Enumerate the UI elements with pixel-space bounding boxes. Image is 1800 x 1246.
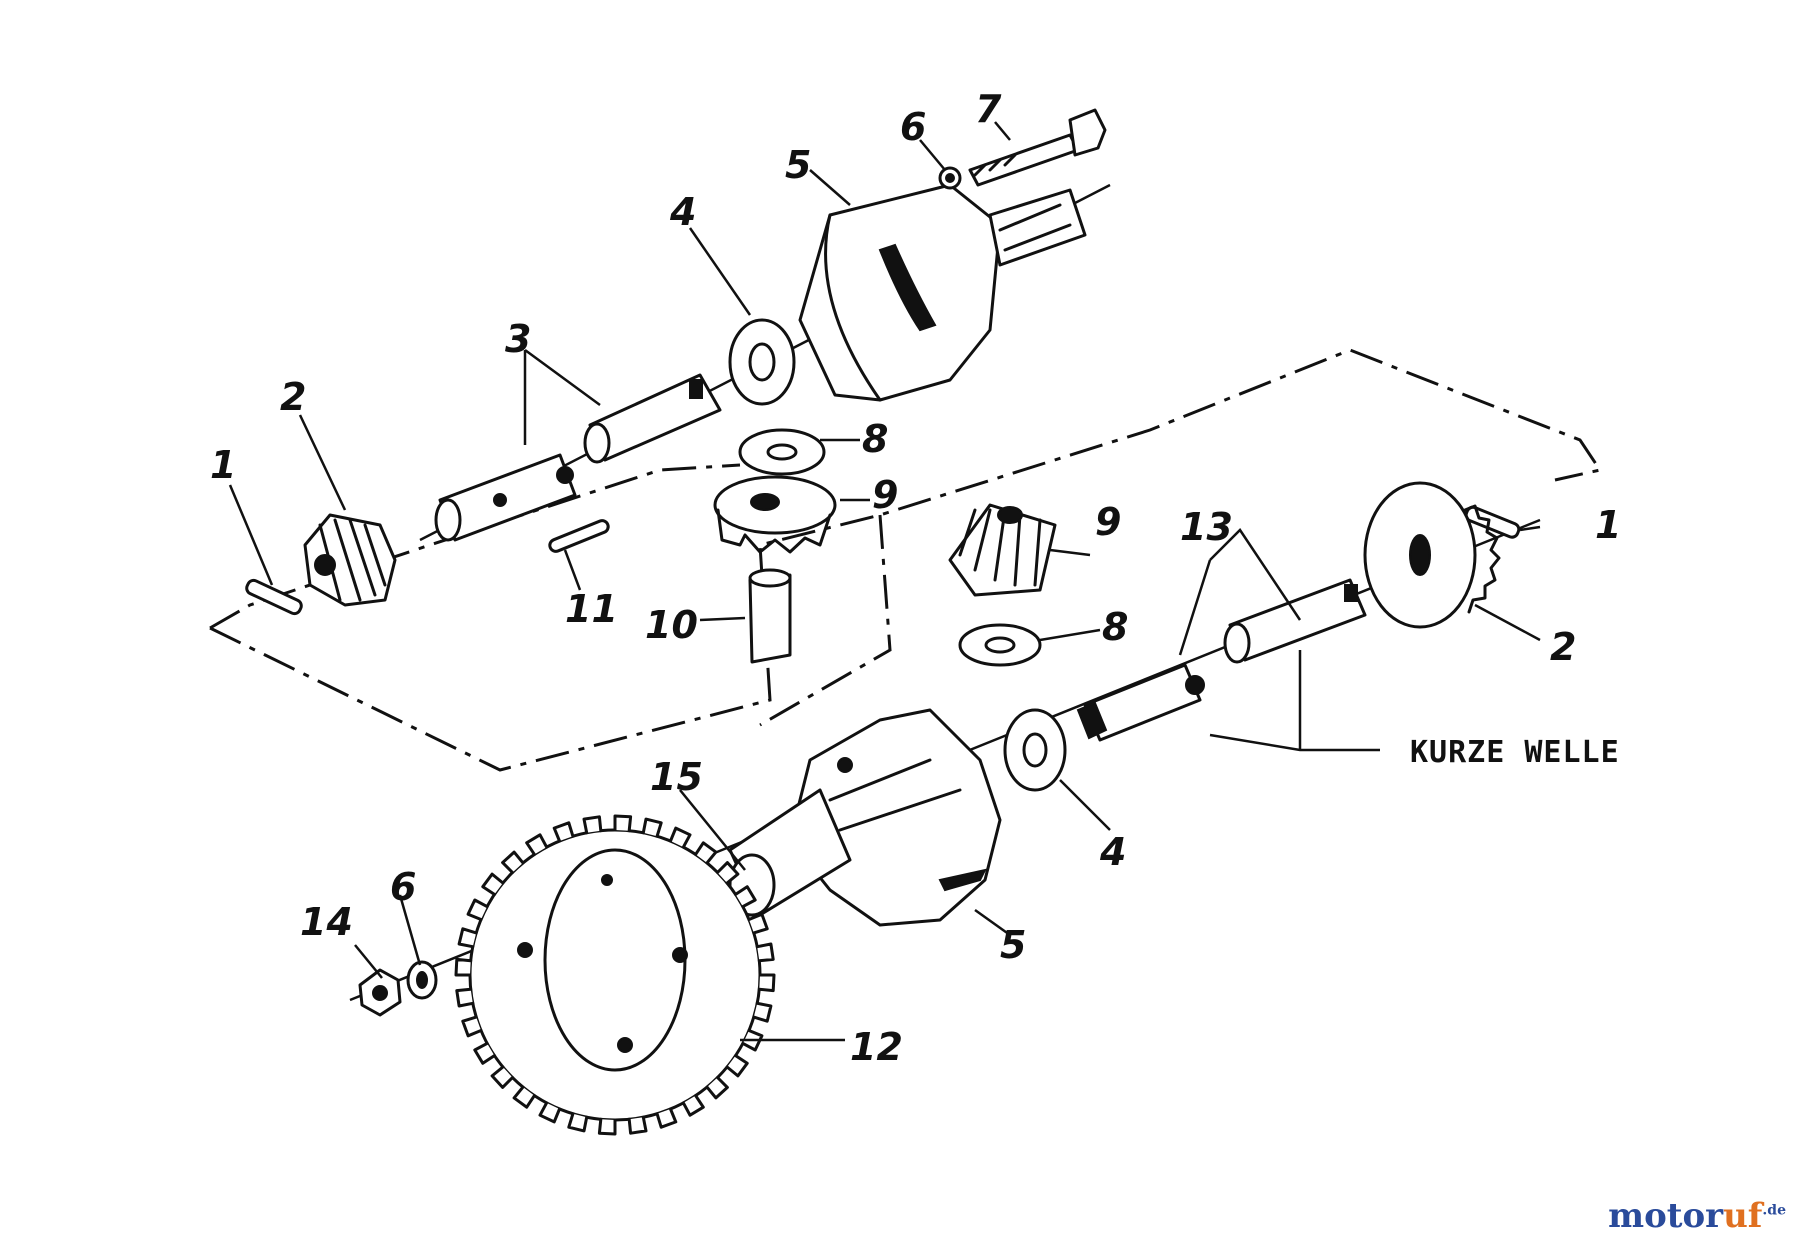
callout-10: 10 bbox=[645, 603, 698, 647]
callout-2-left: 2 bbox=[280, 375, 306, 419]
callout-4-lower: 4 bbox=[1099, 830, 1126, 874]
callout-1-left: 1 bbox=[210, 443, 236, 487]
spacer-tube bbox=[748, 568, 792, 664]
shaft-lower-long bbox=[1223, 578, 1367, 664]
small-pin bbox=[548, 519, 610, 553]
callout-7: 7 bbox=[975, 87, 1002, 131]
watermark-part1: motor bbox=[1608, 1196, 1724, 1236]
watermark-part3: .de bbox=[1762, 1202, 1786, 1219]
callout-5-upper: 5 bbox=[785, 143, 811, 187]
callout-9-lower: 9 bbox=[1095, 500, 1121, 544]
callout-2-right: 2 bbox=[1550, 625, 1576, 669]
callout-8-upper: 8 bbox=[862, 417, 888, 461]
drive-sprocket bbox=[454, 814, 776, 1136]
shaft-upper-right bbox=[583, 373, 722, 464]
washer-upper bbox=[728, 318, 796, 406]
callout-1-right: 1 bbox=[1595, 503, 1621, 547]
hex-nut bbox=[358, 968, 402, 1017]
assembly-outline bbox=[209, 348, 1603, 772]
callout-9-upper: 9 bbox=[872, 473, 898, 517]
callout-4-upper: 4 bbox=[669, 190, 696, 234]
thrust-washer-lower bbox=[958, 623, 1042, 667]
callout-11: 11 bbox=[565, 587, 618, 631]
callout-3: 3 bbox=[505, 317, 531, 361]
washer-lower bbox=[1003, 708, 1067, 792]
kurze-welle-label: KURZE WELLE bbox=[1410, 735, 1620, 770]
shaft-upper-left bbox=[434, 453, 577, 542]
bolt bbox=[968, 108, 1107, 187]
lock-washer-upper bbox=[938, 166, 962, 190]
leader-lines bbox=[228, 121, 1541, 1042]
callout-5-lower: 5 bbox=[1000, 923, 1026, 967]
thrust-washer-upper bbox=[738, 428, 826, 476]
pinion-gear-upper bbox=[713, 475, 837, 554]
sprocket-teeth bbox=[454, 814, 776, 1136]
callout-14: 14 bbox=[300, 900, 353, 944]
callout-15: 15 bbox=[650, 755, 703, 799]
callout-6-lower: 6 bbox=[390, 865, 416, 909]
watermark-part2: uf bbox=[1723, 1196, 1763, 1236]
bevel-gear-right bbox=[1363, 481, 1501, 629]
pinion-gear-lower bbox=[948, 503, 1057, 597]
callout-13: 13 bbox=[1180, 505, 1233, 549]
callout-6-upper: 6 bbox=[900, 105, 926, 149]
shaft-lower-short bbox=[1076, 663, 1205, 742]
gear-housing-lower bbox=[728, 708, 1002, 927]
lock-washer-lower bbox=[406, 960, 438, 1000]
callout-12: 12 bbox=[850, 1025, 903, 1069]
bevel-gear-left bbox=[303, 513, 397, 607]
callout-8-lower: 8 bbox=[1102, 605, 1128, 649]
motoruf-watermark: motoruf.de bbox=[1608, 1196, 1786, 1236]
roll-pin-left bbox=[245, 578, 303, 616]
gear-housing-upper bbox=[798, 183, 1087, 402]
